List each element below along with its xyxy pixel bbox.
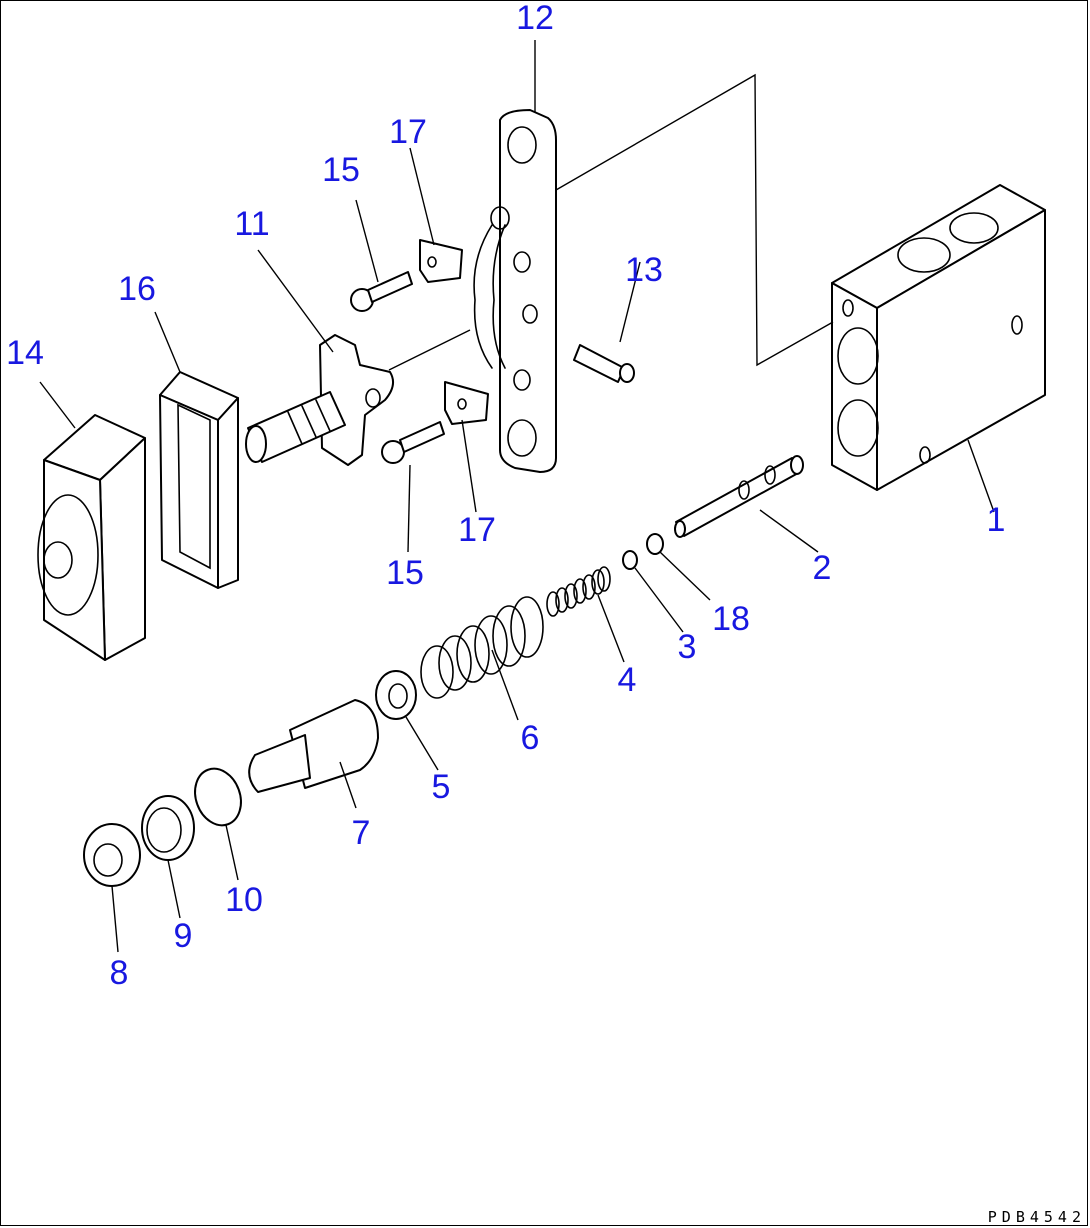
callout-13: 13 — [625, 251, 663, 289]
callout-2: 2 — [812, 549, 832, 587]
callout-9: 9 — [173, 917, 193, 955]
callout-11: 11 — [234, 205, 270, 243]
leader-lines — [39, 40, 995, 953]
callout-15-upper: 15 — [322, 151, 360, 189]
part-6-large-spring — [420, 596, 544, 699]
callout-8: 8 — [109, 954, 129, 992]
part-2-spool — [674, 455, 804, 538]
callout-15-lower: 15 — [386, 554, 424, 592]
callout-1: 1 — [986, 501, 1006, 539]
part-15-bolt-upper — [350, 271, 413, 312]
callout-6: 6 — [520, 719, 540, 757]
part-11-plunger-housing — [245, 334, 395, 466]
callout-5: 5 — [431, 768, 451, 806]
part-14-cover — [37, 414, 146, 661]
part-15-bolt-lower — [381, 421, 445, 464]
callout-17-lower: 17 — [458, 511, 496, 549]
callout-17-upper: 17 — [389, 113, 427, 151]
part-5-retainer — [375, 670, 417, 720]
callout-10: 10 — [225, 881, 263, 919]
part-17-lock-plate-upper — [419, 239, 463, 283]
part-1-valve-body — [831, 184, 1046, 491]
part-18-ring — [646, 533, 664, 555]
callout-3: 3 — [677, 628, 697, 666]
part-10-o-ring — [194, 767, 242, 827]
callout-4: 4 — [617, 661, 637, 699]
part-12-plate — [473, 109, 557, 473]
part-13-pin — [573, 344, 635, 383]
callout-12: 12 — [516, 0, 554, 37]
callout-18: 18 — [712, 600, 750, 638]
callout-7: 7 — [351, 814, 371, 852]
part-7-piston — [248, 699, 379, 793]
part-9-bushing — [141, 795, 195, 861]
part-16-gasket — [159, 371, 239, 589]
part-8-cap — [83, 823, 141, 887]
part-4-small-spring — [546, 566, 611, 617]
callout-16: 16 — [118, 270, 156, 308]
callout-14: 14 — [6, 334, 44, 372]
drawing-code: PDB4542 — [987, 1208, 1086, 1226]
part-3-ring — [622, 550, 638, 570]
part-17-lock-plate-lower — [444, 381, 489, 425]
